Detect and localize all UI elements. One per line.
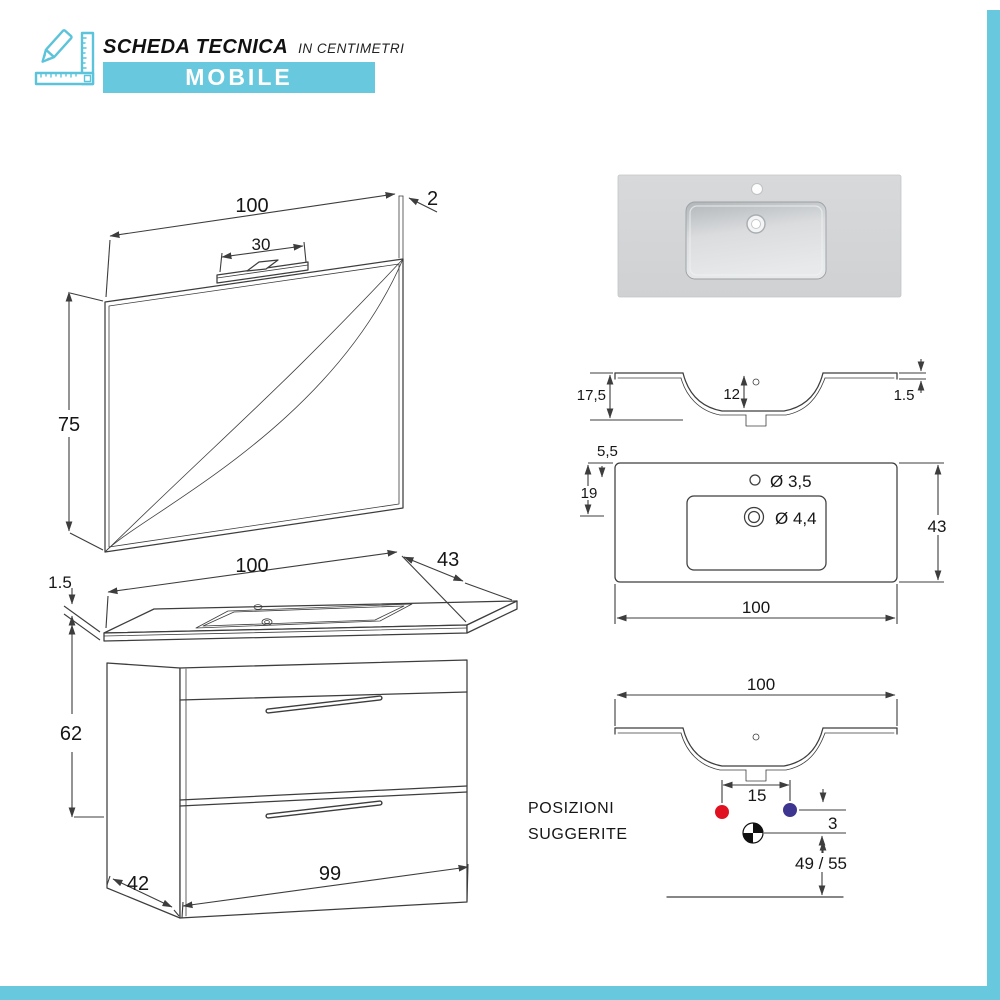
basin-plan-drawing: Ø 3,5 Ø 4,4 5,5 19 43 100	[578, 443, 953, 624]
positions-spacing-label: 15	[748, 786, 767, 805]
tap-position-dot-red	[715, 805, 729, 819]
plan-basin-offset-label: 19	[581, 485, 598, 502]
mirror-depth-label: 2	[427, 188, 438, 210]
plan-width-label: 100	[742, 598, 770, 617]
caption-line-2: SUGGERITE	[528, 826, 628, 843]
mirror-dimensions: 100 2 30 75	[58, 188, 438, 551]
front-dimensions: 100 15 3 49 / 55	[614, 675, 898, 898]
cabinet-height-label: 62	[60, 723, 82, 745]
section-edge-thickness-label: 1.5	[894, 387, 915, 404]
section-basin-depth-label: 12	[723, 386, 740, 403]
section-total-depth-label: 17,5	[577, 387, 606, 404]
product-type-banner: MOBILE	[103, 62, 375, 93]
mirror-light-fixture	[216, 259, 309, 284]
drawer-handles	[265, 695, 383, 819]
positions-drawing: 100 15 3 49 / 55 POSIZIONI SUGGERIT	[528, 675, 898, 898]
tap-position-dot-blue	[783, 803, 797, 817]
basin-section-drawing: 17,5 12 1.5	[577, 359, 926, 427]
sink-photo	[617, 174, 902, 298]
section-profile	[614, 372, 898, 427]
plan-depth-label: 43	[928, 517, 947, 536]
positions-drop-label: 3	[828, 814, 837, 833]
positions-caption: POSIZIONI SUGGERITE	[528, 800, 628, 843]
mirror-height-label: 75	[58, 414, 80, 436]
front-profile	[614, 727, 898, 782]
cabinet-body	[103, 600, 518, 919]
accent-bar-right	[987, 10, 1000, 1000]
cabinet-top-thickness-label: 1.5	[48, 573, 72, 592]
positions-width-label: 100	[747, 675, 775, 694]
banner-label: MOBILE	[185, 64, 293, 90]
cabinet-top-width-label: 100	[235, 555, 268, 577]
drain-center-symbol	[742, 822, 764, 844]
cabinet-dimensions: 100 43 1.5 62 42 99	[48, 549, 513, 919]
mirror-body	[104, 195, 404, 553]
mirror-drawing: 100 2 30 75	[58, 188, 438, 553]
plan-dimensions: Ø 3,5 Ø 4,4 5,5 19 43 100	[578, 443, 953, 624]
ruler-pencil-icon	[34, 29, 95, 86]
accent-bar-bottom	[0, 986, 1000, 1000]
plan-drain-diameter-label: Ø 4,4	[775, 509, 817, 528]
sheet-title-row: SCHEDA TECNICA IN CENTIMETRI	[103, 36, 404, 59]
cabinet-base-width-label: 99	[319, 863, 341, 885]
mirror-width-label: 100	[235, 195, 268, 217]
cabinet-base-depth-label: 42	[127, 873, 149, 895]
caption-line-1: POSIZIONI	[528, 800, 614, 817]
sheet-subtitle: IN CENTIMETRI	[298, 41, 405, 56]
sheet-title: SCHEDA TECNICA	[103, 36, 289, 58]
mirror-light-width-label: 30	[252, 235, 271, 254]
positions-drain-height-label: 49 / 55	[795, 854, 847, 873]
section-dimensions: 17,5 12 1.5	[577, 359, 926, 421]
plan-tap-offset-label: 5,5	[597, 443, 618, 460]
plan-tap-diameter-label: Ø 3,5	[770, 472, 812, 491]
cabinet-top-depth-label: 43	[437, 549, 459, 571]
plan-outline	[614, 462, 898, 583]
cabinet-drawing: 100 43 1.5 62 42 99	[48, 549, 518, 919]
